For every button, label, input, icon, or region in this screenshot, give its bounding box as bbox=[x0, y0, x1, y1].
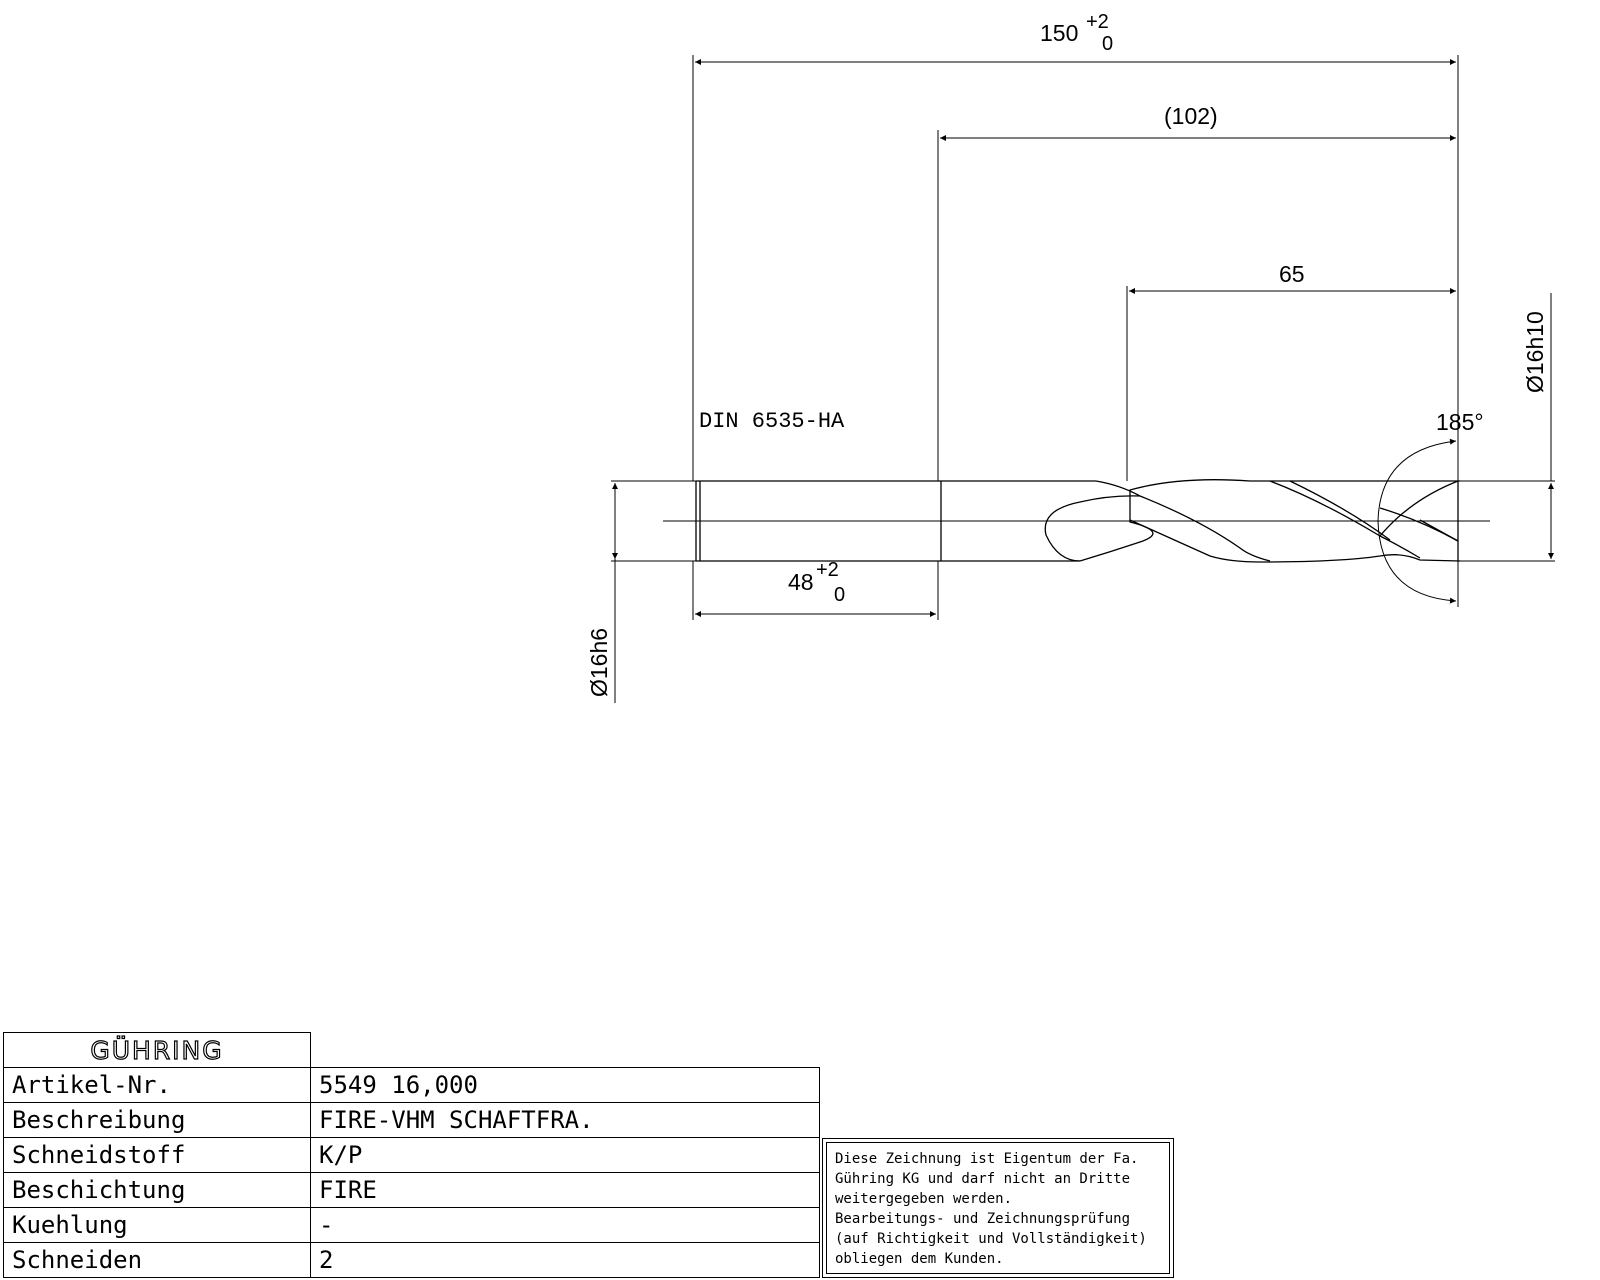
diameter-extension-lines bbox=[611, 480, 1555, 562]
shank-length-tol-upper: +2 bbox=[816, 559, 839, 581]
title-block-empty-cell bbox=[310, 1032, 820, 1068]
notice-line: weitergegeben werden. bbox=[835, 1191, 1013, 1207]
standard-note: DIN 6535-HA bbox=[699, 409, 845, 434]
flute-length-value: 65 bbox=[1279, 261, 1305, 287]
row-value: 2 bbox=[310, 1242, 820, 1278]
ownership-notice: Diese Zeichnung ist Eigentum der Fa. Gühr… bbox=[822, 1138, 1174, 1278]
row-value: - bbox=[310, 1207, 820, 1243]
notice-line: Diese Zeichnung ist Eigentum der Fa. bbox=[835, 1151, 1139, 1167]
shank-length-value: 48 bbox=[788, 569, 814, 595]
ownership-notice-text: Diese Zeichnung ist Eigentum der Fa. Gühr… bbox=[826, 1142, 1170, 1274]
notice-line: Bearbeitungs- und Zeichnungsprüfung bbox=[835, 1211, 1131, 1227]
length-extension-lines bbox=[692, 55, 1459, 620]
shank-length-tol-lower: 0 bbox=[834, 584, 845, 606]
shank-diameter-label: Ø16h6 bbox=[586, 628, 612, 697]
table-row: Beschichtung FIRE bbox=[3, 1172, 820, 1208]
overall-length-tol-upper: +2 bbox=[1086, 11, 1109, 33]
notice-line: Gühring KG und darf nicht an Dritte bbox=[835, 1171, 1131, 1187]
point-angle-dimension bbox=[1377, 438, 1457, 604]
row-value: 5549 16,000 bbox=[310, 1067, 820, 1103]
point-angle-value: 185° bbox=[1436, 409, 1484, 435]
title-block-logo-row: GÜHRING bbox=[3, 1032, 820, 1068]
row-value: FIRE bbox=[310, 1172, 820, 1208]
table-row: Schneidstoff K/P bbox=[3, 1137, 820, 1173]
notice-line: (auf Richtigkeit und Vollständigkeit) bbox=[835, 1231, 1147, 1247]
notice-line: obliegen dem Kunden. bbox=[835, 1251, 1004, 1267]
row-label: Beschichtung bbox=[3, 1172, 311, 1208]
row-value: FIRE-VHM SCHAFTFRA. bbox=[310, 1102, 820, 1138]
row-label: Beschreibung bbox=[3, 1102, 311, 1138]
cutting-diameter-label: Ø16h10 bbox=[1522, 311, 1548, 393]
row-value: K/P bbox=[310, 1137, 820, 1173]
table-row: Schneiden 2 bbox=[3, 1242, 820, 1278]
guehring-logo: GÜHRING bbox=[3, 1032, 311, 1068]
row-label: Schneidstoff bbox=[3, 1137, 311, 1173]
title-block: GÜHRING Artikel-Nr. 5549 16,000 Beschrei… bbox=[3, 1032, 820, 1278]
row-label: Schneiden bbox=[3, 1242, 311, 1278]
overall-length-tol-lower: 0 bbox=[1102, 33, 1113, 55]
tool-shank bbox=[695, 480, 1096, 562]
reference-length-value: (102) bbox=[1164, 103, 1218, 129]
row-label: Artikel-Nr. bbox=[3, 1067, 311, 1103]
table-row: Artikel-Nr. 5549 16,000 bbox=[3, 1067, 820, 1103]
tool-flutes bbox=[1044, 479, 1461, 563]
table-row: Beschreibung FIRE-VHM SCHAFTFRA. bbox=[3, 1102, 820, 1138]
overall-length-value: 150 bbox=[1040, 20, 1078, 46]
table-row: Kuehlung - bbox=[3, 1207, 820, 1243]
row-label: Kuehlung bbox=[3, 1207, 311, 1243]
